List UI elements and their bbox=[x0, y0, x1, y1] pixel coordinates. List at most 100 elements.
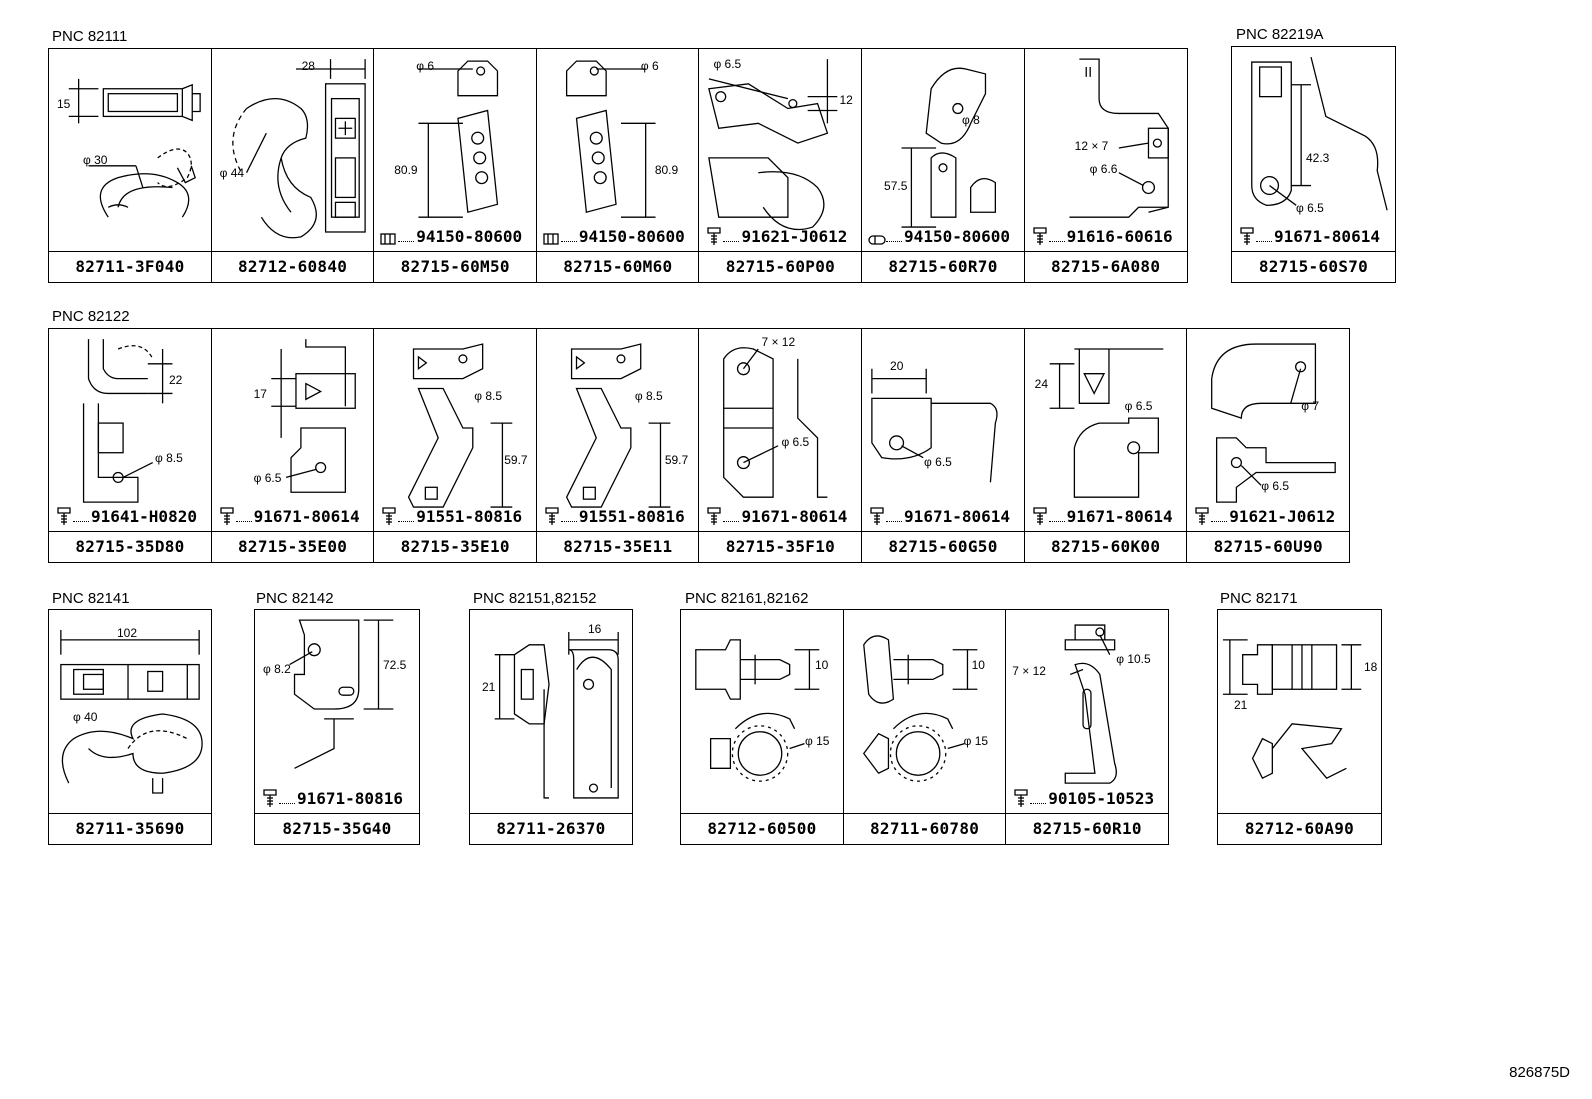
bolt-part-number: 91671-80614 bbox=[253, 507, 360, 526]
part-cell[interactable]: φ 7 φ 6.5 91621-J0612 82715-60U90 bbox=[1186, 328, 1351, 563]
dimension-label: φ 15 bbox=[963, 734, 989, 748]
bolt-callout: 91616-60616 bbox=[1031, 226, 1173, 246]
part-cell[interactable]: 7 × 12 φ 6.5 91671-80614 82715-35F10 bbox=[698, 328, 863, 563]
part-illustration: 24 φ 6.5 bbox=[1024, 329, 1187, 532]
dimension-label: φ 10.5 bbox=[1116, 652, 1151, 666]
part-illustration: 20 φ 6.5 bbox=[862, 329, 1025, 532]
part-cell[interactable]: φ 8 57.5 94150-80600 82715-60R70 bbox=[861, 48, 1026, 283]
dimension-label: 42.3 bbox=[1306, 151, 1330, 165]
part-cell[interactable]: φ 6 80.9 94150-80600 82715-60M60 bbox=[535, 48, 700, 283]
bolt-callout: 94150-80600 bbox=[543, 226, 685, 246]
part-number: 82711-26370 bbox=[496, 819, 606, 838]
group-label-pnc-82111: PNC 82111 bbox=[52, 28, 128, 45]
part-number: 82715-35G40 bbox=[282, 819, 392, 838]
bolt-callout: 91671-80614 bbox=[705, 506, 847, 526]
part-number: 82715-35E00 bbox=[237, 537, 348, 556]
dimension-label: 22 bbox=[169, 373, 183, 387]
part-number: 82711-3F040 bbox=[75, 257, 185, 276]
part-number: 82715-60R70 bbox=[888, 257, 998, 276]
bolt-callout: 94150-80600 bbox=[868, 226, 1010, 246]
bolt-part-number: 91621-J0612 bbox=[741, 227, 848, 246]
part-illustration: 21 18 bbox=[1218, 610, 1381, 814]
bolt-part-number: 94150-80600 bbox=[904, 227, 1011, 246]
part-illustration: φ 6 80.9 bbox=[374, 49, 537, 252]
dimension-label: φ 6.5 bbox=[253, 471, 282, 485]
part-cell[interactable]: 24 φ 6.5 91671-80614 82715-60K00 bbox=[1023, 328, 1188, 563]
group-82111-panel: 15 φ 30 82711-3F040 28 φ 44 82712-60840 bbox=[48, 48, 1188, 283]
bolt-icon bbox=[57, 507, 71, 525]
bolt-part-number: 91671-80614 bbox=[904, 507, 1011, 526]
group-label-pnc-82219a: PNC 82219A bbox=[1236, 26, 1324, 43]
dimension-label: 80.9 bbox=[654, 163, 679, 177]
bolt-part-number: 91616-60616 bbox=[1066, 227, 1173, 246]
dimension-label: 18 bbox=[1364, 660, 1378, 674]
bolt-icon bbox=[1014, 789, 1028, 807]
bolt-callout: 91621-J0612 bbox=[705, 226, 847, 246]
bolt-part-number: 91671-80614 bbox=[741, 507, 848, 526]
dimension-label: 10 bbox=[971, 658, 985, 672]
dimension-label: φ 6.6 bbox=[1089, 162, 1118, 176]
bolt-callout: 91551-80816 bbox=[380, 506, 522, 526]
part-cell[interactable]: 17 φ 6.5 91671-80614 82715-35E00 bbox=[210, 328, 375, 563]
part-illustration: 42.3 φ 6.5 bbox=[1232, 47, 1395, 252]
dimension-label: 21 bbox=[482, 680, 496, 694]
dimension-label: 7 × 12 bbox=[1012, 664, 1046, 678]
part-cell[interactable]: 102 φ 40 82711-35690 bbox=[48, 609, 212, 845]
dimension-label: 15 bbox=[57, 97, 71, 111]
part-cell[interactable]: 21 16 82711-26370 bbox=[469, 609, 633, 845]
part-illustration: φ 8.5 59.7 bbox=[536, 329, 699, 532]
part-cell[interactable]: φ 8.5 59.7 91551-80816 82715-35E11 bbox=[535, 328, 700, 563]
part-cell[interactable]: φ 8.2 72.5 91671-80816 82715-35G40 bbox=[254, 609, 420, 845]
part-illustration: 102 φ 40 bbox=[49, 610, 211, 814]
bolt-callout: 91671-80614 bbox=[218, 506, 360, 526]
part-number: 82715-60R10 bbox=[1032, 819, 1142, 838]
dimension-label: φ 6.5 bbox=[1296, 201, 1324, 215]
part-cell[interactable]: 10 φ 15 82711-60780 bbox=[842, 609, 1007, 845]
part-cell[interactable]: 42.3 φ 6.5 91671-80614 82715-60S70 bbox=[1231, 46, 1396, 283]
bolt-part-number: 91671-80614 bbox=[1274, 227, 1380, 246]
dimension-label: φ 8.5 bbox=[155, 451, 183, 465]
group-82161-82162-panel: 10 φ 15 82712-60500 10 φ 15 82711-60780 … bbox=[680, 609, 1170, 845]
dimension-label: φ 40 bbox=[73, 710, 98, 724]
part-cell[interactable]: 7 × 12 φ 10.5 90105-10523 82715-60R10 bbox=[1005, 609, 1170, 845]
group-label-pnc-82141: PNC 82141 bbox=[52, 590, 130, 607]
dimension-label: φ 8.5 bbox=[474, 389, 503, 403]
part-cell[interactable]: φ 6.5 12 91621-J0612 82715-60P00 bbox=[698, 48, 863, 283]
part-cell[interactable]: 10 φ 15 82712-60500 bbox=[680, 609, 844, 845]
part-cell[interactable]: 21 18 82712-60A90 bbox=[1217, 609, 1382, 845]
part-cell[interactable]: φ 6 80.9 94150-80600 82715-60M50 bbox=[373, 48, 538, 283]
bolt-icon bbox=[263, 789, 277, 807]
group-82142-panel: φ 8.2 72.5 91671-80816 82715-35G40 bbox=[254, 609, 420, 845]
part-cell[interactable]: 12 × 7 φ 6.6 91616-60616 82715-6A080 bbox=[1023, 48, 1188, 283]
part-cell[interactable]: 15 φ 30 82711-3F040 bbox=[48, 48, 212, 283]
dimension-label: 28 bbox=[301, 59, 315, 73]
group-82171-panel: 21 18 82712-60A90 bbox=[1217, 609, 1382, 845]
part-cell[interactable]: φ 8.5 59.7 91551-80816 82715-35E10 bbox=[373, 328, 538, 563]
dimension-label: φ 6.5 bbox=[924, 455, 952, 469]
dimension-label: 59.7 bbox=[504, 453, 528, 467]
bolt-callout: 91641-H0820 bbox=[55, 506, 197, 526]
part-illustration: 21 16 bbox=[470, 610, 632, 814]
part-number: 82711-60780 bbox=[869, 819, 980, 838]
bolt-part-number: 91551-80816 bbox=[578, 507, 685, 526]
bolt-part-number: 91621-J0612 bbox=[1229, 507, 1336, 526]
dimension-label: 59.7 bbox=[664, 453, 689, 467]
part-cell[interactable]: 22 φ 8.5 91641-H0820 82715-35D80 bbox=[48, 328, 212, 563]
part-illustration: φ 6 80.9 bbox=[536, 49, 699, 252]
bolt-callout: 91671-80614 bbox=[868, 506, 1010, 526]
bolt-callout: 90105-10523 bbox=[1012, 788, 1154, 808]
part-cell[interactable]: 20 φ 6.5 91671-80614 82715-60G50 bbox=[861, 328, 1026, 563]
part-illustration: φ 8.5 59.7 bbox=[374, 329, 537, 532]
group-label-pnc-82151-82152: PNC 82151,82152 bbox=[473, 590, 597, 607]
dimension-label: φ 6.5 bbox=[1261, 479, 1290, 493]
group-label-pnc-82122: PNC 82122 bbox=[52, 308, 130, 325]
dimension-label: φ 7 bbox=[1301, 399, 1320, 413]
bolt-callout: 94150-80600 bbox=[380, 226, 522, 246]
part-cell[interactable]: 28 φ 44 82712-60840 bbox=[210, 48, 375, 283]
bolt-callout: 91671-80614 bbox=[1031, 506, 1173, 526]
dimension-label: φ 6 bbox=[640, 59, 659, 73]
bolt-part-number: 90105-10523 bbox=[1048, 789, 1155, 808]
dimension-label: 16 bbox=[588, 622, 602, 636]
dimension-label: 7 × 12 bbox=[761, 335, 796, 349]
part-number: 82715-60G50 bbox=[888, 537, 998, 556]
